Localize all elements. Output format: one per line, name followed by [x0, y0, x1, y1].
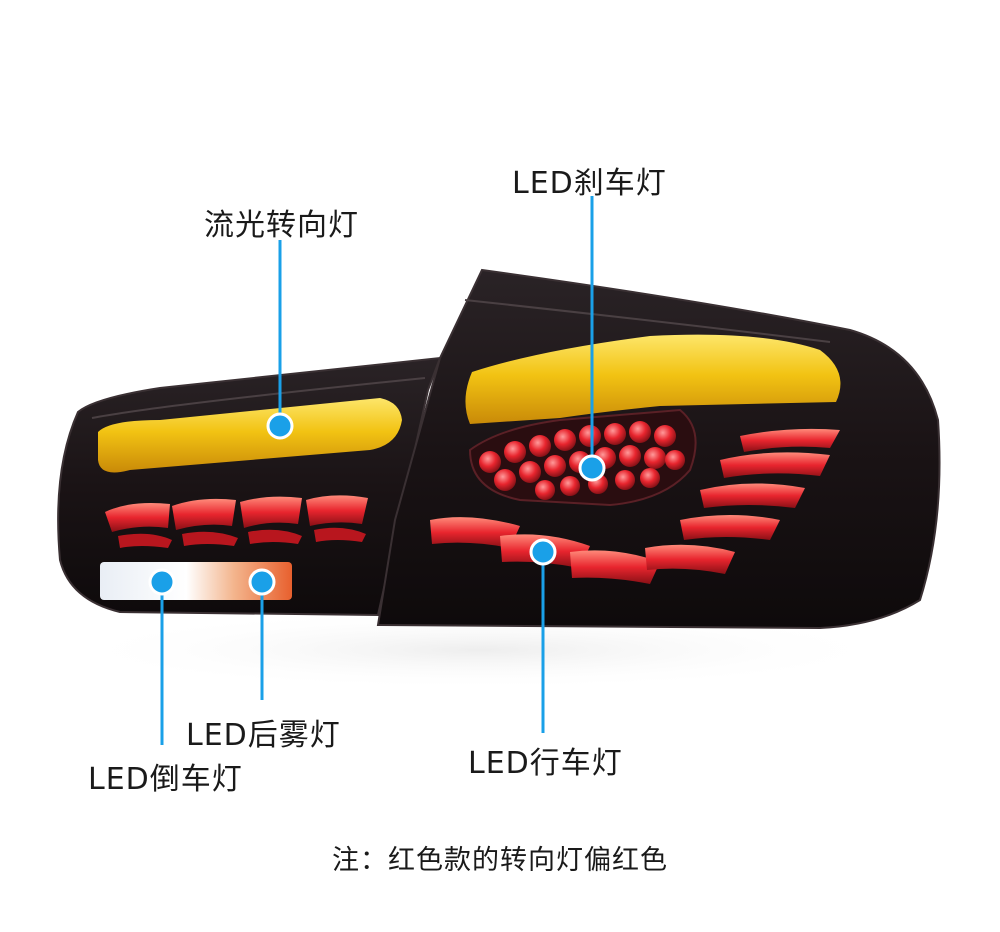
outer-running-light-scales: [430, 428, 840, 584]
footnote: 注：红色款的转向灯偏红色: [332, 845, 668, 876]
reverse-fog-light-strip: [100, 562, 292, 600]
callout-lines: [160, 196, 594, 745]
floor-reflection: [60, 610, 900, 690]
label-led-rear-fog-light: LED后雾灯: [186, 718, 341, 753]
reverse-light-marker: [148, 568, 176, 596]
inner-turn-signal-bar: [98, 398, 402, 473]
outer-turn-signal-bar: [465, 334, 841, 424]
turn-signal-marker: [266, 412, 294, 440]
inner-running-light-scales: [105, 495, 368, 548]
label-led-running-light: LED行车灯: [468, 746, 623, 781]
label-sequential-turn-signal: 流光转向灯: [204, 208, 359, 243]
brake-light-marker: [578, 454, 606, 482]
label-led-reverse-light: LED倒车灯: [88, 762, 243, 797]
callout-dots: [148, 412, 606, 596]
running-light-marker: [529, 538, 557, 566]
label-led-brake-light: LED刹车灯: [512, 166, 667, 201]
fog-light-marker: [248, 568, 276, 596]
